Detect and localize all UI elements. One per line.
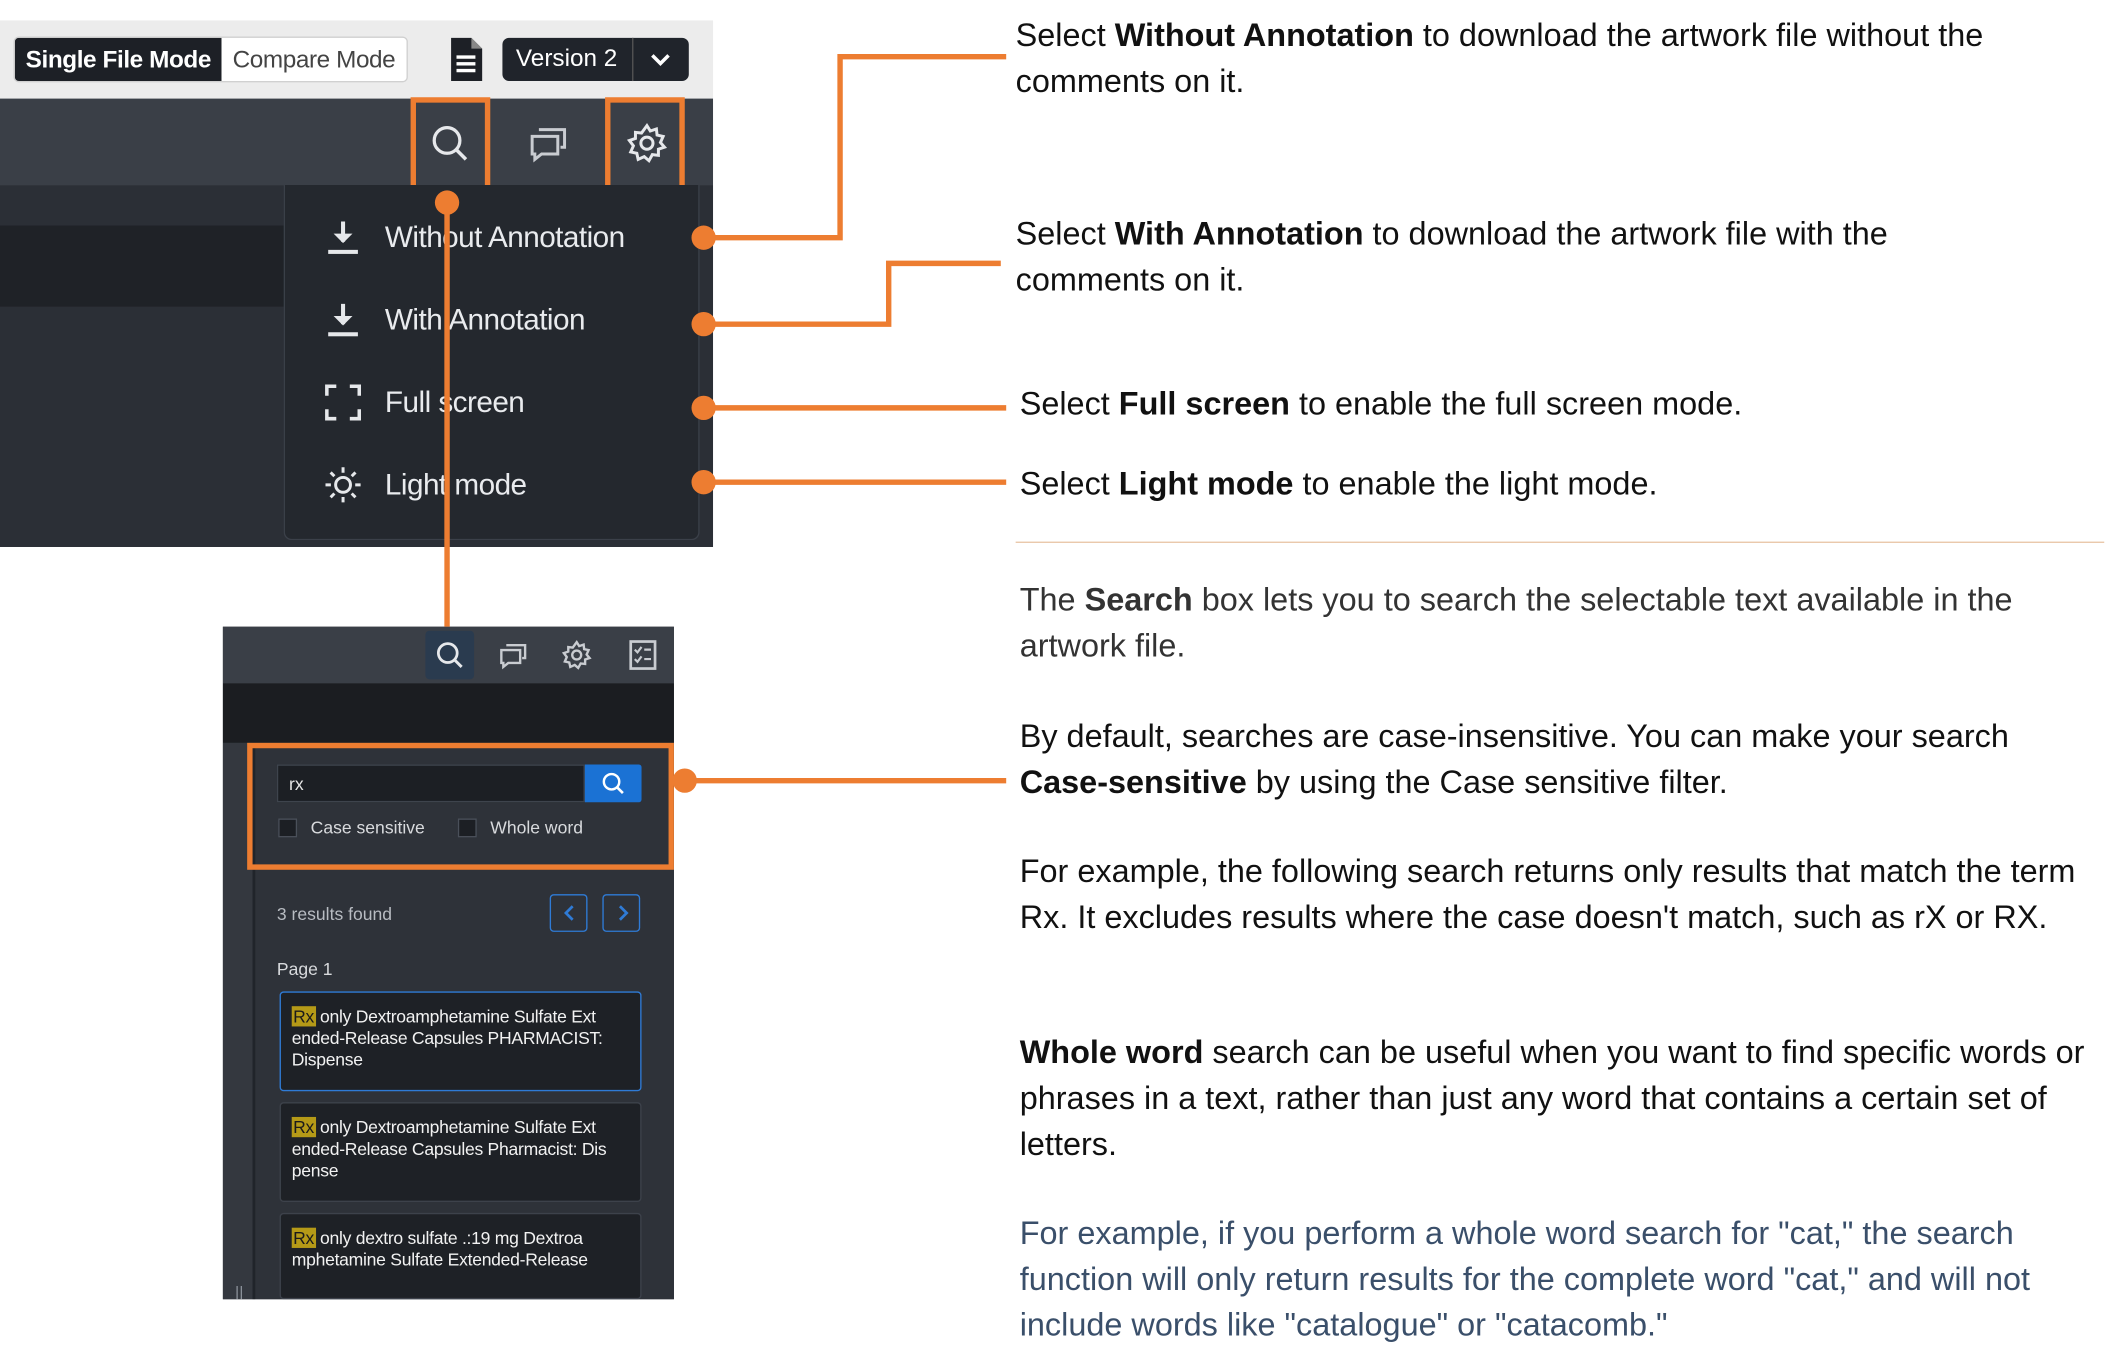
comments-icon[interactable] (528, 123, 569, 164)
result-card[interactable]: Rx only dextro sulfate .:19 mg Dextroa m… (279, 1212, 642, 1300)
whole-word-checkbox[interactable] (457, 818, 477, 838)
search-input[interactable] (276, 764, 585, 803)
help-emphasis: Whole word (1019, 1034, 1204, 1072)
compare-mode-button[interactable]: Compare Mode (221, 37, 407, 82)
chevron-left-icon (563, 905, 574, 921)
case-sensitive-checkbox[interactable] (278, 818, 298, 838)
version-selected: Version 2 (515, 44, 618, 72)
desc-text: to enable the light mode. (1293, 465, 1658, 503)
download-icon (328, 303, 358, 337)
single-file-mode-button[interactable]: Single File Mode (14, 37, 222, 82)
search-box-highlight (247, 742, 674, 870)
result-match: Rx (291, 1006, 316, 1027)
sun-icon (325, 467, 361, 503)
chevron-down-icon[interactable] (648, 47, 672, 71)
search-help-p2: By default, searches are case-insensitiv… (1020, 714, 2087, 806)
results-count: 3 results found (276, 903, 393, 924)
callout-with-annotation: Select With Annotation to download the a… (1016, 212, 1961, 304)
mode-toggle: Single File Mode Compare Mode (13, 36, 408, 83)
desc-emphasis: With Annotation (1114, 216, 1364, 253)
search-panel-screenshot: || Case sensitive Whole word 3 results f… (222, 626, 674, 1300)
help-emphasis: Case-sensitive (1019, 764, 1247, 801)
desc-text: to download the artwork file with the co… (1015, 216, 1888, 299)
callout-full-screen: Select Full screen to enable the full sc… (1020, 382, 2087, 428)
comments-icon[interactable] (498, 640, 528, 670)
help-text: by using the Case sensitive filter. (1246, 764, 1728, 801)
desc-text: Select (1015, 17, 1115, 55)
search-help-p1: The Search box lets you to search the se… (1020, 578, 2087, 670)
menu-item-label: With Annotation (384, 302, 586, 337)
desc-text: to enable the full screen mode. (1289, 386, 1743, 423)
fullscreen-icon (325, 384, 362, 421)
help-emphasis: Search (1084, 582, 1193, 619)
next-result-button[interactable] (602, 894, 641, 932)
help-text: The (1019, 582, 1085, 619)
result-text: only Dextroamphetamine Sulfate Ext ended… (291, 1006, 603, 1070)
search-help-p5: For example, if you perform a whole word… (1019, 1215, 2031, 1344)
help-text: By default, searches are case-insensitiv… (1019, 718, 2009, 755)
document-icon[interactable] (448, 36, 483, 82)
menu-item-without-annotation[interactable]: Without Annotation (323, 211, 625, 265)
search-panel-toolbar (222, 626, 674, 684)
drag-handle-icon[interactable]: || (235, 1283, 244, 1300)
download-icon (328, 221, 358, 254)
case-sensitive-label: Case sensitive (310, 817, 425, 838)
result-match: Rx (291, 1227, 316, 1248)
search-help-p3: For example, the following search return… (1019, 853, 2076, 936)
canvas-band (0, 225, 284, 307)
search-tab-active (425, 630, 475, 680)
help-text: search can be useful when you want to fi… (1019, 1034, 2085, 1163)
menu-item-with-annotation[interactable]: With Annotation (323, 293, 585, 347)
result-match: Rx (291, 1116, 316, 1138)
search-icon[interactable] (435, 640, 465, 670)
search-help-p4: Whole word search can be useful when you… (1020, 1031, 2094, 1169)
settings-menu: Without Annotation With Annotation Full … (283, 185, 700, 541)
help-text: box lets you to search the selectable te… (1019, 582, 2013, 665)
version-dropdown[interactable]: Version 2 (502, 37, 689, 82)
result-card[interactable]: Rx only Dextroamphetamine Sulfate Ext en… (279, 991, 642, 1092)
menu-item-full-screen[interactable]: Full screen (323, 375, 525, 429)
settings-icon[interactable] (561, 640, 592, 670)
callout-without-annotation: Select Without Annotation to download th… (1016, 14, 2069, 106)
desc-emphasis: Without Annotation (1114, 17, 1414, 55)
section-divider (1015, 541, 2105, 543)
viewer-toolbar (0, 97, 714, 191)
search-icon (602, 772, 624, 794)
version-divider (632, 37, 634, 82)
search-panel-header-band (222, 683, 674, 743)
chevron-right-icon (618, 905, 629, 921)
page-label: Page 1 (276, 958, 333, 980)
viewer-screenshot-top: Single File Mode Compare Mode Version 2 (0, 20, 714, 547)
menu-item-label: Full screen (384, 384, 525, 419)
menu-item-light-mode[interactable]: Light mode (323, 458, 527, 512)
result-text: only dextro sulfate .:19 mg Dextroa mphe… (291, 1227, 588, 1270)
desc-emphasis: Light mode (1118, 465, 1294, 503)
result-text: only Dextroamphetamine Sulfate Ext ended… (291, 1116, 607, 1181)
search-icon[interactable] (429, 123, 470, 164)
desc-text: Select (1019, 465, 1119, 503)
desc-text: to download the artwork file without the… (1015, 17, 1984, 100)
menu-item-label: Without Annotation (384, 220, 625, 254)
mode-bar: Single File Mode Compare Mode Version 2 (0, 20, 714, 99)
callout-light-mode: Select Light mode to enable the light mo… (1020, 462, 2087, 508)
settings-icon[interactable] (626, 122, 668, 164)
previous-result-button[interactable] (549, 894, 588, 932)
search-submit-button[interactable] (584, 764, 642, 803)
checklist-icon[interactable] (628, 639, 658, 671)
result-card[interactable]: Rx only Dextroamphetamine Sulfate Ext en… (279, 1102, 642, 1203)
desc-emphasis: Full screen (1118, 386, 1290, 423)
menu-item-label: Light mode (384, 467, 527, 502)
desc-text: Select (1019, 386, 1119, 423)
desc-text: Select (1015, 216, 1115, 253)
whole-word-label: Whole word (490, 817, 583, 838)
